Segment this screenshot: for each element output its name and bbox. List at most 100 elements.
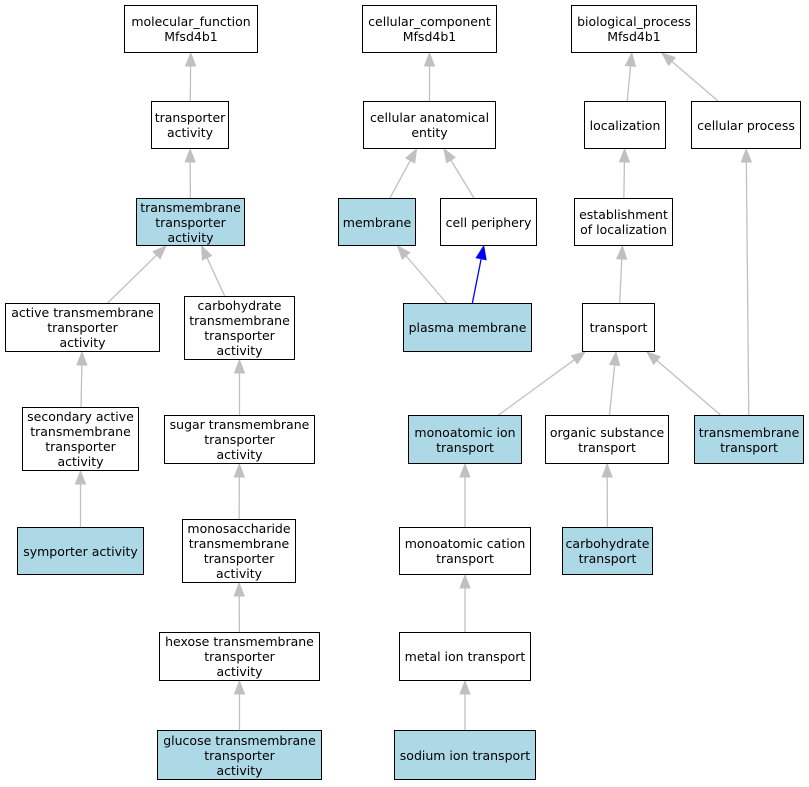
edge-plasma_membrane-to-cell_periphery <box>471 258 482 304</box>
arrowhead-plasma_membrane-to-cell_periphery <box>475 244 487 261</box>
arrowhead-secondary_active_tm_transporter_activity-to-active_tm_transporter_activity <box>76 350 88 366</box>
arrowhead-monoatomic_ion_transport-to-transport <box>570 351 587 365</box>
node-label: membrane <box>342 214 412 230</box>
node-monoatomic-cation-transport[interactable]: monoatomic cation transport <box>399 527 531 575</box>
edge-establishment_of_localization-to-localization <box>623 161 626 199</box>
node-active-transmembrane-transporter-activity[interactable]: active transmembrane transporter activit… <box>5 303 160 352</box>
arrowhead-cellular_process-to-bp_root <box>660 52 676 67</box>
node-carbohydrate-transport[interactable]: carbohydrate transport <box>562 527 653 575</box>
node-metal-ion-transport[interactable]: metal ion transport <box>399 632 531 681</box>
node-label: carbohydrate transport <box>565 536 650 566</box>
arrowhead-transport-to-establishment_of_localization <box>616 244 628 260</box>
node-label: cellular process <box>697 117 795 133</box>
node-label: glucose transmembrane transporter activi… <box>163 732 316 778</box>
arrowhead-tm_transporter_activity-to-transporter_activity <box>184 147 196 163</box>
node-label: secondary active transmembrane transport… <box>27 409 134 469</box>
arrowhead-glucose_tm_transporter_activity-to-hexose_tm_transporter_activity <box>233 679 246 695</box>
edge-plasma_membrane-to-membrane <box>405 255 447 304</box>
arrowhead-organic_substance_transport-to-transport <box>608 350 621 367</box>
arrowhead-establishment_of_localization-to-localization <box>618 147 631 163</box>
arrowhead-hexose_tm_transporter_activity-to-monosaccharide_tm_transporter_activity <box>233 581 245 597</box>
arrowhead-monoatomic_cation_transport-to-monoatomic_ion_transport <box>459 462 471 478</box>
node-transmembrane-transporter-activity[interactable]: transmembrane transporter activity <box>136 198 245 246</box>
node-transport[interactable]: transport <box>582 303 655 352</box>
node-secondary-active-transmembrane-transporter-activity[interactable]: secondary active transmembrane transport… <box>22 407 139 471</box>
node-label: transmembrane transport <box>698 424 800 455</box>
node-transporter-activity[interactable]: transporter activity <box>151 101 229 149</box>
node-organic-substance-transport[interactable]: organic substance transport <box>545 415 669 464</box>
node-establishment-of-localization[interactable]: establishment of localization <box>574 198 673 246</box>
edge-transmembrane_transport-to-cellular_process <box>745 161 750 416</box>
node-cellular-anatomical-entity[interactable]: cellular anatomical entity <box>363 101 496 149</box>
edge-monoatomic_ion_transport-to-transport <box>498 359 575 416</box>
arrowhead-plasma_membrane-to-membrane <box>396 244 411 260</box>
node-label: monoatomic ion transport <box>414 424 516 455</box>
node-membrane[interactable]: membrane <box>338 198 416 246</box>
edge-cell_periphery-to-cellular_anatomical_entity <box>450 159 475 199</box>
node-label: hexose transmembrane transporter activit… <box>165 634 314 679</box>
node-label: sugar transmembrane transporter activity <box>169 417 310 462</box>
node-label: biological_process Mfsd4b1 <box>577 14 691 44</box>
node-label: cellular_component Mfsd4b1 <box>368 14 491 44</box>
node-carbohydrate-transmembrane-transporter-activity[interactable]: carbohydrate transmembrane transporter a… <box>184 296 295 360</box>
arrowhead-cell_periphery-to-cellular_anatomical_entity <box>443 147 457 164</box>
node-label: organic substance transport <box>549 424 665 455</box>
arrowhead-carbohydrate_transport-to-organic_substance_transport <box>601 462 613 478</box>
node-label: transport <box>589 320 648 335</box>
node-transmembrane-transport[interactable]: transmembrane transport <box>694 415 804 464</box>
node-symporter-activity[interactable]: symporter activity <box>17 527 144 575</box>
node-label: molecular_function Mfsd4b1 <box>131 14 251 44</box>
arrowhead-transmembrane_transport-to-transport <box>645 351 662 366</box>
arrowhead-active_tm_transporter_activity-to-tm_transporter_activity <box>152 245 167 260</box>
node-localization[interactable]: localization <box>584 101 666 149</box>
node-plasma-membrane[interactable]: plasma membrane <box>403 303 532 352</box>
node-label: metal ion transport <box>404 649 526 664</box>
edge-organic_substance_transport-to-transport <box>608 364 616 416</box>
node-label: cell periphery <box>445 214 532 230</box>
node-label: transporter activity <box>154 110 226 140</box>
node-cell-periphery[interactable]: cell periphery <box>440 198 537 246</box>
node-label: carbohydrate transmembrane transporter a… <box>189 298 290 358</box>
node-label: symporter activity <box>23 543 138 559</box>
arrowhead-cellular_anatomical_entity-to-cc_root <box>423 51 436 67</box>
node-sodium-ion-transport[interactable]: sodium ion transport <box>394 730 536 780</box>
node-label: cellular anatomical entity <box>369 110 490 140</box>
edge-transport-to-establishment_of_localization <box>619 258 623 304</box>
arrowhead-carbohydrate_tm_transporter_activity-to-tm_transporter_activity <box>201 244 213 261</box>
edge-carbohydrate_tm_transporter_activity-to-tm_transporter_activity <box>206 257 226 297</box>
node-label: active transmembrane transporter activit… <box>11 305 154 350</box>
node-biological-process-root[interactable]: biological_process Mfsd4b1 <box>571 5 697 53</box>
node-label: plasma membrane <box>408 320 527 335</box>
node-label: localization <box>589 117 661 133</box>
node-label: establishment of localization <box>579 207 668 237</box>
arrowhead-metal_ion_transport-to-monoatomic_cation_transport <box>459 573 471 589</box>
node-label: monoatomic cation transport <box>404 536 526 566</box>
arrowhead-sugar_tm_transporter_activity-to-carbohydrate_tm_transporter_activity <box>233 358 246 374</box>
node-label: sodium ion transport <box>399 747 531 763</box>
node-glucose-transmembrane-transporter-activity[interactable]: glucose transmembrane transporter activi… <box>157 730 322 780</box>
arrowhead-membrane-to-cellular_anatomical_entity <box>405 147 418 164</box>
node-cellular-component-root[interactable]: cellular_component Mfsd4b1 <box>362 5 497 53</box>
edge-active_tm_transporter_activity-to-tm_transporter_activity <box>107 254 158 304</box>
arrowhead-monosaccharide_tm_transporter_activity-to-sugar_tm_transporter_activity <box>233 462 246 478</box>
arrowhead-transporter_activity-to-mf_root <box>184 51 197 67</box>
edge-localization-to-bp_root <box>626 65 632 102</box>
edge-secondary_active_tm_transporter_activity-to-active_tm_transporter_activity <box>80 364 83 408</box>
arrowhead-transmembrane_transport-to-cellular_process <box>740 147 753 163</box>
node-hexose-transmembrane-transporter-activity[interactable]: hexose transmembrane transporter activit… <box>159 632 320 681</box>
node-molecular-function-root[interactable]: molecular_function Mfsd4b1 <box>124 5 258 53</box>
node-label: monosaccharide transmembrane transporter… <box>187 521 291 581</box>
arrowhead-localization-to-bp_root <box>624 51 637 67</box>
edge-transmembrane_transport-to-transport <box>656 359 721 416</box>
arrowhead-sodium_ion_transport-to-metal_ion_transport <box>459 679 471 695</box>
node-monosaccharide-transmembrane-transporter-activity[interactable]: monosaccharide transmembrane transporter… <box>182 519 296 583</box>
node-label: transmembrane transporter activity <box>140 199 241 245</box>
edge-membrane-to-cellular_anatomical_entity <box>389 160 411 199</box>
edge-cellular_process-to-bp_root <box>671 60 719 102</box>
node-monoatomic-ion-transport[interactable]: monoatomic ion transport <box>408 415 522 464</box>
node-sugar-transmembrane-transporter-activity[interactable]: sugar transmembrane transporter activity <box>164 415 315 464</box>
node-cellular-process[interactable]: cellular process <box>691 101 801 149</box>
arrowhead-symporter_activity-to-secondary_active_tm_transporter_activity <box>74 469 87 485</box>
